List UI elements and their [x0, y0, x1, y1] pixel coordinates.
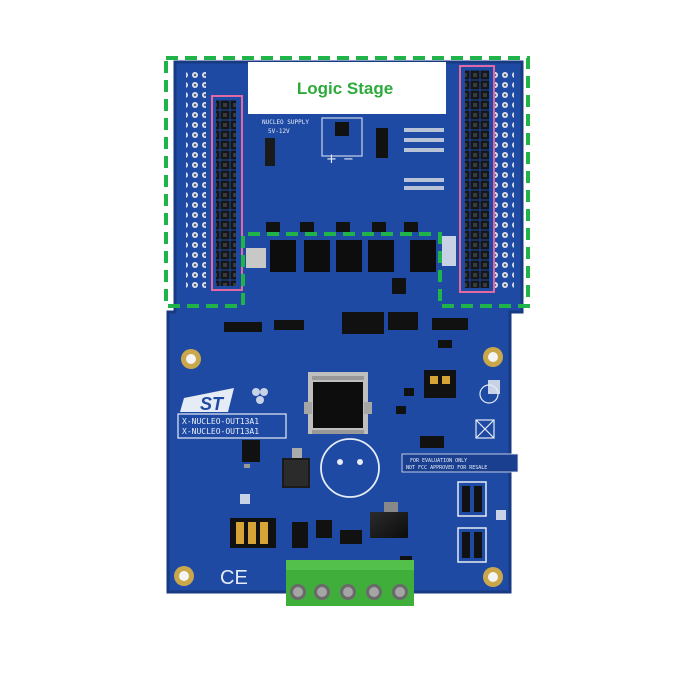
right-inductors: [457, 481, 506, 563]
screw-terminal-block: [286, 560, 414, 606]
st-logo: ST: [180, 388, 234, 414]
ce-text: CE: [220, 567, 248, 589]
lower-jumpers: [230, 518, 362, 548]
logic-stage-label-box: Logic Stage: [248, 62, 446, 114]
board-name-line-2: X-NUCLEO-OUT13A1: [182, 427, 259, 436]
polarity-plus: +: [326, 152, 337, 167]
compliance-line-1: FOR EVALUATION ONLY: [410, 458, 467, 464]
optocoupler-row: [246, 222, 456, 294]
supply-text-2: 5V-12V: [268, 128, 290, 135]
left-morpho-pinholes: [186, 70, 206, 290]
weee-icon: [475, 384, 499, 439]
supply-text-1: NUCLEO SUPPLY: [262, 119, 309, 126]
polarity-minus: −: [343, 152, 354, 167]
svg-text:ST: ST: [200, 394, 225, 414]
compliance-line-2: NOT FCC APPROVED FOR RESALE: [406, 465, 487, 471]
mounting-holes: [174, 347, 503, 587]
logic-stage-outline: [164, 56, 530, 308]
jumper-row: [224, 312, 468, 348]
logic-stage-label: Logic Stage: [297, 79, 393, 98]
compliance-block: FOR EVALUATION ONLY NOT FCC APPROVED FOR…: [401, 453, 519, 473]
board-name-line-1: X-NUCLEO-OUT13A1: [182, 417, 259, 426]
capacitor-silkscreen: [320, 438, 380, 498]
board-name-box: X-NUCLEO-OUT13A1 X-NUCLEO-OUT13A1: [177, 413, 287, 439]
nucleo-logo: [252, 388, 268, 404]
main-driver-ic: [304, 372, 372, 434]
supply-section: NUCLEO SUPPLY 5V-12V + −: [262, 117, 444, 190]
regulator-area: [240, 440, 310, 504]
right-morpho-pinholes: [494, 70, 514, 290]
left-arduino-header: [211, 95, 243, 291]
ce-mark: CE: [220, 567, 248, 589]
right-arduino-header: [459, 65, 495, 293]
